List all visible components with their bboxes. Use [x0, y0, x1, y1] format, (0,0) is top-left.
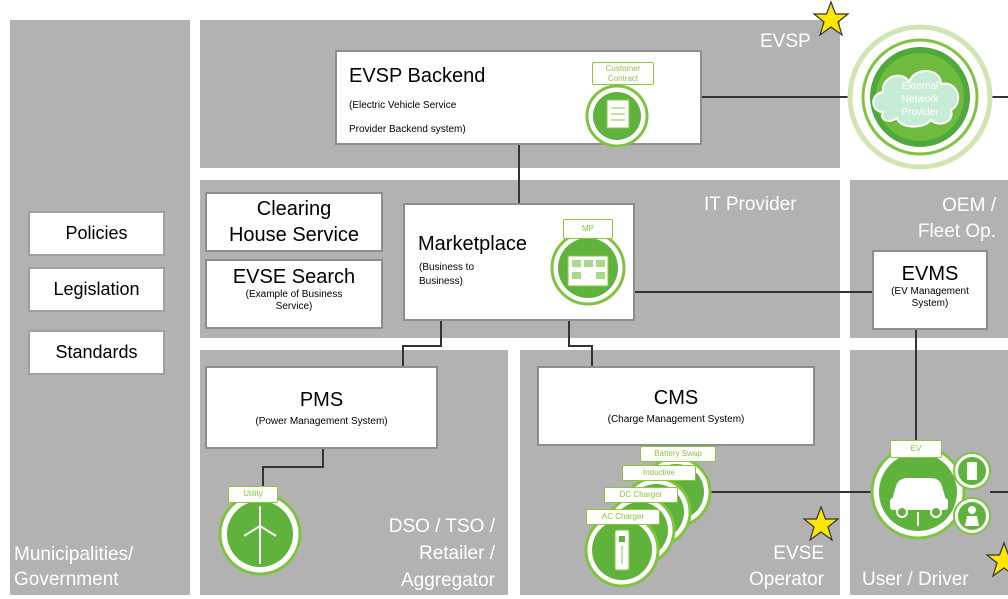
connector-evsp-external [700, 96, 852, 98]
car-icon [870, 444, 966, 540]
star-icon-evse [802, 505, 840, 542]
policies-box: Policies [28, 211, 165, 256]
connector-pms-utility-h [262, 466, 324, 468]
connector-marketplace-evms [635, 291, 873, 293]
marketplace-subtitle: (Business to Business) [419, 262, 475, 287]
evsp-backend-subtitle: (Electric Vehicle Service Provider Backe… [349, 100, 466, 135]
evms-box: EVMS (EV Management System) [872, 250, 988, 330]
connector-marketplace-cms-h [568, 345, 593, 347]
dso-label: DSO / TSO / Retailer / Aggregator [388, 516, 495, 591]
connector-external-right [985, 96, 1008, 98]
utility-tag: Utility [228, 486, 278, 503]
evse-search-box: EVSE Search (Example of Business Service… [205, 259, 383, 329]
evsp-backend-title: EVSP Backend [349, 65, 486, 87]
standards-box: Standards [28, 330, 165, 375]
evse-search-subtitle: (Example of Business Service) [245, 289, 343, 312]
wind-turbine-icon [218, 492, 302, 576]
legislation-label: Legislation [53, 279, 140, 299]
mp-tag: MP [563, 219, 613, 239]
connector-marketplace-cms-v2 [591, 345, 593, 367]
clearing-house-title: Clearing House Service [228, 198, 360, 246]
cms-box: CMS (Charge Management System) [537, 366, 815, 446]
connector-evse-ev [695, 491, 877, 493]
evms-subtitle: (EV Management System) [891, 286, 969, 309]
it-provider-label: IT Provider [704, 194, 797, 215]
pms-subtitle: (Power Management System) [255, 416, 388, 427]
oem-label: OEM / Fleet Op. [917, 195, 996, 242]
user-driver-label: User / Driver [862, 569, 969, 590]
external-network-label: External Network Provider [901, 81, 939, 118]
ev-tag: EV [890, 440, 942, 458]
standards-label: Standards [55, 342, 138, 362]
connector-marketplace-pms-v1 [440, 320, 442, 346]
battery-swap-tag: Battery Swap [640, 446, 716, 462]
marketplace-title: Marketplace [418, 233, 527, 255]
battery-icon [953, 452, 991, 490]
building-icon [550, 230, 626, 306]
connector-marketplace-pms-v2 [402, 345, 404, 367]
cms-subtitle: (Charge Management System) [607, 414, 745, 425]
clearing-house-box: Clearing House Service [205, 192, 383, 252]
cloud-icon [847, 24, 993, 170]
connector-marketplace-pms-h [402, 345, 442, 347]
evms-title: EVMS [901, 263, 959, 285]
legislation-box: Legislation [28, 267, 165, 312]
connector-ev-right [990, 491, 1008, 493]
evse-search-title: EVSE Search [232, 266, 356, 288]
policies-label: Policies [65, 223, 128, 243]
connector-evms-ev [915, 328, 917, 440]
contract-icon [585, 84, 649, 148]
connector-pms-utility [322, 449, 324, 467]
star-icon-user [985, 541, 1008, 578]
customer-contract-tag: Customer Contract [592, 62, 654, 85]
pms-title: PMS [299, 389, 344, 411]
inductive-tag: Inductive [622, 465, 696, 481]
star-icon [812, 0, 850, 37]
government-label: Municipalities/ Government [14, 544, 134, 590]
charger-icon [584, 512, 660, 588]
pms-box: PMS (Power Management System) [205, 366, 438, 449]
connector-marketplace-cms-v1 [568, 320, 570, 346]
person-icon [953, 497, 991, 535]
connector-pms-utility-v [262, 466, 264, 486]
evse-operator-label: EVSE Operator [749, 543, 824, 590]
dc-charger-tag: DC Charger [604, 487, 678, 503]
cms-title: CMS [653, 387, 699, 409]
evsp-label: EVSP [760, 31, 811, 52]
ac-charger-tag: AC Charger [586, 509, 660, 525]
connector-evsp-marketplace [518, 144, 520, 204]
